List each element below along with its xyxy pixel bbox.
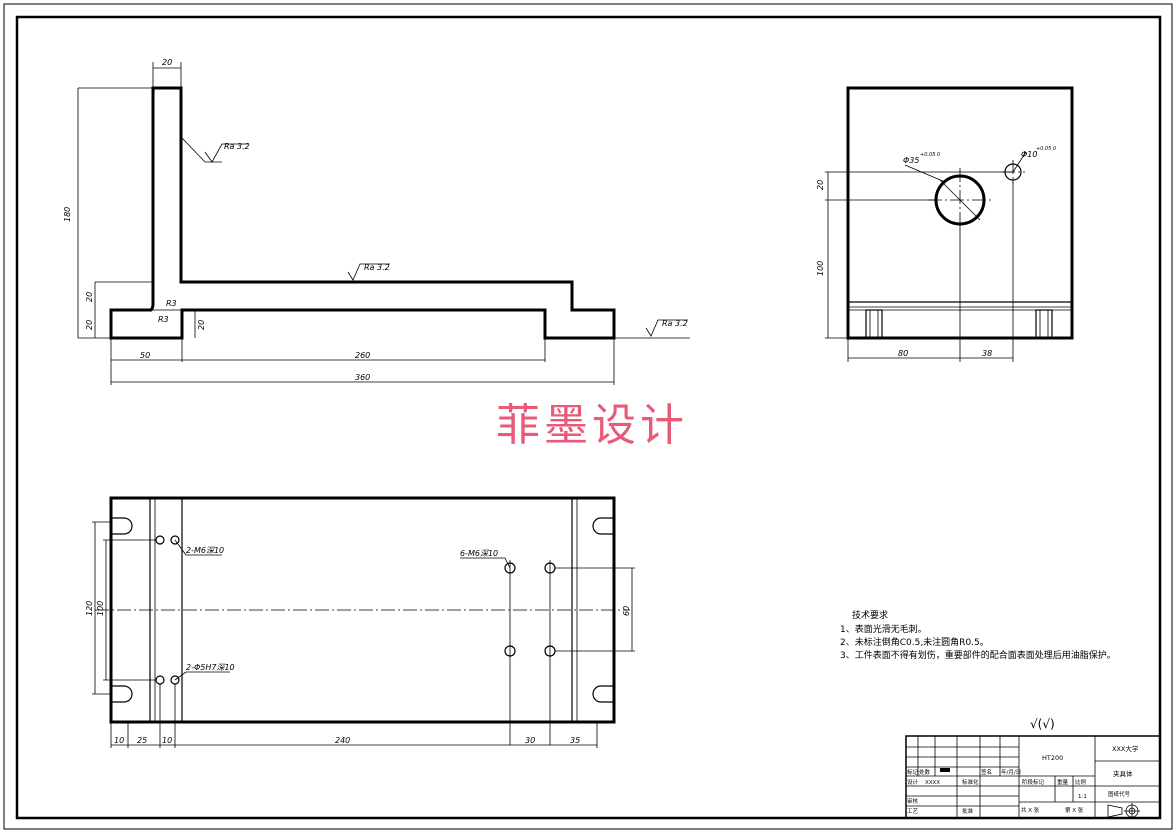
tb-mark: 标记 xyxy=(907,768,919,776)
callout-3: 2-Φ5H7深10 xyxy=(186,663,235,672)
tb-date: 年/月/日 xyxy=(1001,768,1021,776)
callout-1: 2-M6深10 xyxy=(186,546,224,555)
tb-stage: 阶段标记 xyxy=(1022,778,1045,786)
dim-front-8: 360 xyxy=(355,373,370,382)
roughness-3: Ra 3.2 xyxy=(662,319,688,328)
tb-designer: XXXX xyxy=(925,780,940,786)
tb-sheet-no: 第 X 张 xyxy=(1065,806,1084,814)
outer-frame xyxy=(3,3,1173,830)
tb-drawing-no: 图纸代号 xyxy=(1108,790,1131,798)
tb-std: 标准化 xyxy=(962,778,979,786)
dim-front-4: 20 xyxy=(85,320,94,330)
dim-side-3: 80 xyxy=(898,349,908,358)
tb-sheets-total: 共 X 张 xyxy=(1021,806,1040,814)
projection-symbol-icon xyxy=(1107,803,1140,819)
dim-top-2: 100 xyxy=(96,601,105,616)
dim-front-1: 20 xyxy=(162,58,172,67)
hole-tap-1 xyxy=(170,535,180,545)
tb-check: 审核 xyxy=(907,797,919,805)
slot-top-left xyxy=(111,517,133,535)
side-hole-big-label: Φ35 xyxy=(903,156,919,165)
slot-top-right xyxy=(592,517,614,535)
watermark: 菲墨设计 xyxy=(496,400,688,451)
tb-weight: 重量 xyxy=(1057,778,1069,786)
dim-side-2: 100 xyxy=(816,261,825,276)
dim-front-2: 180 xyxy=(63,207,72,222)
tb-scale-label: 比例 xyxy=(1075,778,1087,786)
dim-top-4: 10 xyxy=(114,736,124,745)
side-foot-right xyxy=(1035,309,1053,339)
side-hole-small-tol: +0.05 0 xyxy=(1036,146,1056,152)
tech-requirements: 技术要求 1、表面光滑无毛刺。 2、未标注倒角C0.5,未注圆角R0.5。 3、… xyxy=(840,609,1116,661)
tb-approve: 批准 xyxy=(962,807,974,815)
dim-front-r1: R3 xyxy=(166,299,177,308)
tb-school: XXX大学 xyxy=(1112,744,1139,753)
front-view: 20 180 20 20 20 50 260 360 R3 R3 Ra 3.2 … xyxy=(63,58,690,385)
dim-top-5: 25 xyxy=(137,736,147,745)
side-view: Φ35 +0.05 0 Φ10 +0.05 0 20 100 80 38 xyxy=(816,86,1074,362)
dim-top-7: 240 xyxy=(335,736,350,745)
dim-side-1: 20 xyxy=(816,180,825,190)
dim-front-r2: R3 xyxy=(158,315,169,324)
dim-top-6: 10 xyxy=(162,736,172,745)
tech-item-1: 1、表面光滑无毛刺。 xyxy=(840,623,927,635)
callout-2: 6-M6深10 xyxy=(460,549,498,558)
hole-pin-1 xyxy=(155,535,165,545)
dim-top-9: 35 xyxy=(570,736,580,745)
hole-pin-2 xyxy=(155,675,165,685)
tech-item-3: 3、工件表面不得有划伤，重要部件的配合面表面处理后用油脂保护。 xyxy=(840,649,1116,661)
roughness-2: Ra 3.2 xyxy=(364,263,390,272)
roughness-1: Ra 3.2 xyxy=(224,142,250,151)
tb-material: HT200 xyxy=(1042,754,1063,762)
dim-front-3: 20 xyxy=(85,292,94,302)
title-block: HT200 XXX大学 夹具体 图纸代号 标记 处数 签名 年/月/日 设计 X… xyxy=(905,735,1161,819)
dim-front-6: 50 xyxy=(140,351,150,360)
tb-scale: 1:1 xyxy=(1078,794,1087,800)
tb-process: 工艺 xyxy=(907,808,919,815)
dim-side-4: 38 xyxy=(982,349,992,358)
dim-top-3: 60 xyxy=(622,606,631,616)
tb-count: 处数 xyxy=(919,768,931,776)
slot-bottom-right xyxy=(592,685,614,703)
dim-top-1: 120 xyxy=(85,601,94,616)
dim-front-5: 20 xyxy=(197,320,206,330)
side-hole-big-tol: +0.05 0 xyxy=(920,152,940,158)
slot-bottom-left xyxy=(111,685,133,703)
side-hole-small-label: Φ10 xyxy=(1021,150,1037,159)
tech-item-2: 2、未标注倒角C0.5,未注圆角R0.5。 xyxy=(840,636,989,648)
tb-design: 设计 xyxy=(907,778,919,786)
front-view-outline xyxy=(109,86,616,340)
tech-title: 技术要求 xyxy=(852,609,888,621)
tb-part-name: 夹具体 xyxy=(1113,769,1133,778)
dim-front-7: 260 xyxy=(355,351,370,360)
side-foot-left xyxy=(865,309,883,339)
tb-sign: 签名 xyxy=(981,768,992,776)
inner-frame xyxy=(15,15,1162,820)
top-view: 2-M6深10 6-M6深10 2-Φ5H7深10 120 100 60 10 … xyxy=(85,496,635,748)
general-roughness-symbol: √(√) xyxy=(1030,717,1055,731)
dim-top-8: 30 xyxy=(525,736,535,745)
